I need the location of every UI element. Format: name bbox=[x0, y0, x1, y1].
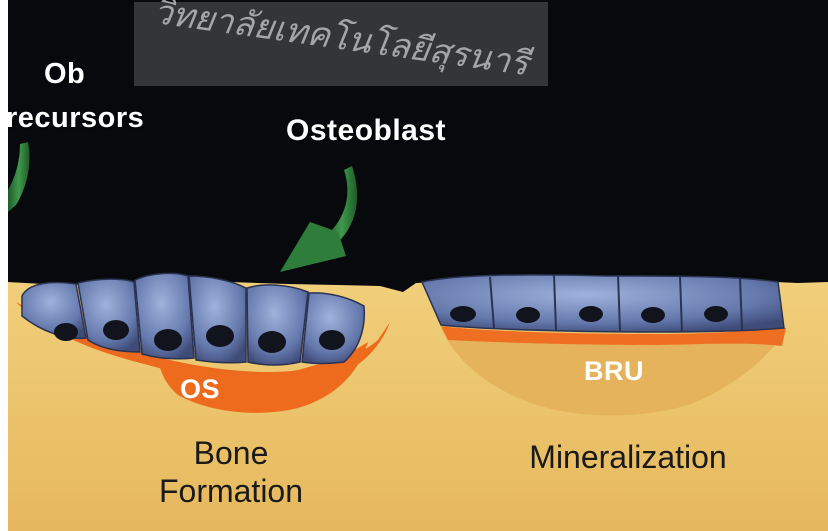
mineralization-label: Mineralization bbox=[488, 438, 768, 476]
nucleus-5 bbox=[258, 331, 286, 353]
bone-formation-label-line2: Formation bbox=[126, 472, 336, 510]
nucleus bbox=[516, 307, 540, 323]
bru-label: BRU bbox=[584, 356, 644, 387]
nucleus-4 bbox=[206, 325, 234, 347]
diagram-frame: วิทยาลัยเทคโนโลยีสุรนารี Ob recursors Os… bbox=[8, 0, 828, 531]
osteoblast-label: Osteoblast bbox=[286, 114, 446, 148]
watermark-banner: วิทยาลัยเทคโนโลยีสุรนารี bbox=[134, 2, 548, 86]
nucleus-3 bbox=[154, 329, 182, 351]
nucleus bbox=[579, 306, 603, 322]
watermark-text: วิทยาลัยเทคโนโลยีสุรนารี bbox=[132, 0, 549, 93]
lining-cells bbox=[422, 275, 784, 332]
nucleus-2 bbox=[103, 320, 129, 340]
os-label: OS bbox=[180, 374, 220, 405]
nucleus-1 bbox=[54, 323, 78, 341]
nucleus-6 bbox=[319, 330, 345, 350]
ob-precursors-label-line1: Ob bbox=[44, 58, 85, 91]
lining-cell-layer-right bbox=[422, 275, 784, 332]
nucleus bbox=[704, 306, 728, 322]
cell-5 bbox=[247, 285, 308, 365]
nucleus bbox=[641, 307, 665, 323]
bone-formation-label-line1: Bone bbox=[126, 434, 336, 472]
ob-precursors-label-line2: recursors bbox=[8, 102, 144, 135]
cell-4 bbox=[189, 276, 246, 363]
nucleus bbox=[450, 306, 476, 322]
